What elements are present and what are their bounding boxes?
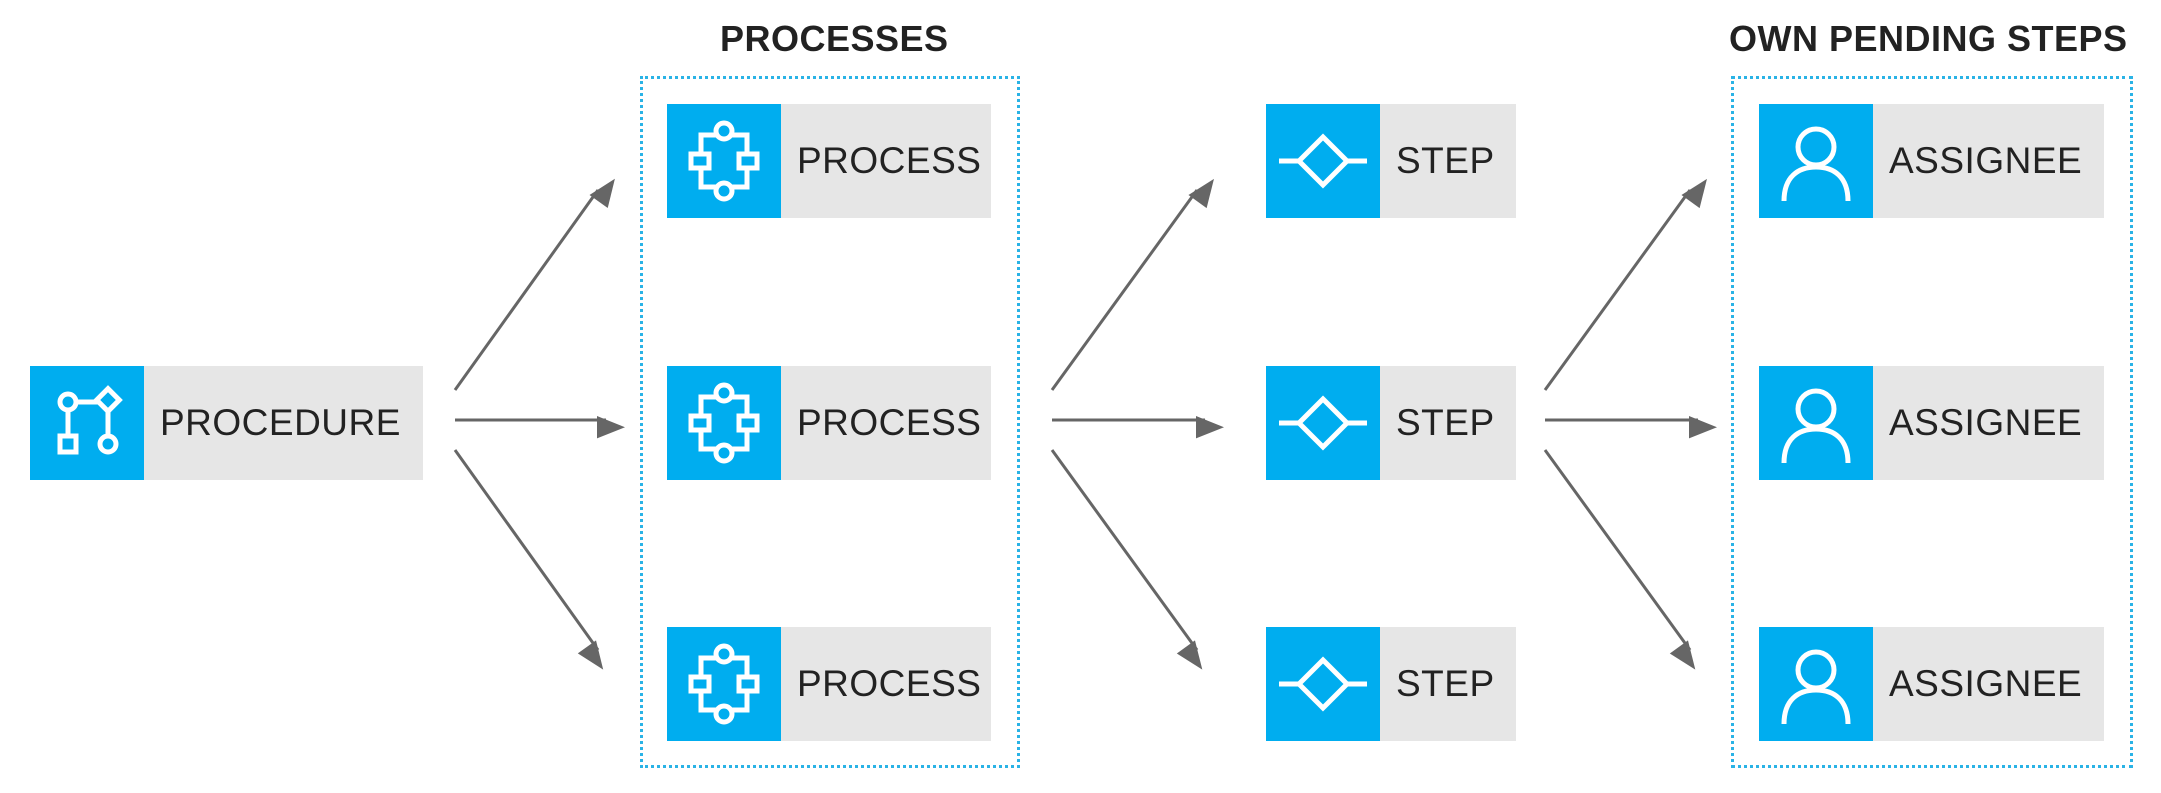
process-label: PROCESS [797,402,982,443]
process-node[interactable]: PROCESS [667,627,991,741]
step-label: STEP [1396,402,1495,443]
procedure-icon [30,366,144,480]
flow-arrow [453,178,615,391]
step-label: STEP [1396,663,1495,704]
step-diamond-icon [1266,104,1380,218]
procedure-node[interactable]: PROCEDURE [30,366,423,480]
assignee-icon [1759,366,1873,480]
assignee-label: ASSIGNEE [1889,663,2083,704]
process-label: PROCESS [797,140,982,181]
process-icon [667,104,781,218]
assignee-node[interactable]: ASSIGNEE [1759,366,2104,480]
process-icon [667,366,781,480]
process-node[interactable]: PROCESS [667,366,991,480]
pending-steps-group [1731,76,2133,768]
flow-arrow [453,449,604,670]
flow-arrow [1543,449,1696,670]
process-icon [667,627,781,741]
assignee-label: ASSIGNEE [1889,140,2083,181]
process-node[interactable]: PROCESS [667,104,991,218]
assignee-icon [1759,104,1873,218]
step-node[interactable]: STEP [1266,366,1516,480]
step-node[interactable]: STEP [1266,104,1516,218]
flow-arrow [1050,449,1203,670]
process-label: PROCESS [797,663,982,704]
assignee-node[interactable]: ASSIGNEE [1759,627,2104,741]
processes-group-title: PROCESSES [720,18,949,59]
processes-group [640,76,1020,768]
flow-arrow [1050,178,1214,391]
flow-arrow [1543,178,1707,391]
assignee-label: ASSIGNEE [1889,402,2083,443]
pending-group-title: OWN PENDING STEPS [1729,18,2128,59]
step-diamond-icon [1266,366,1380,480]
assignee-node[interactable]: ASSIGNEE [1759,104,2104,218]
procedure-label: PROCEDURE [160,402,401,443]
step-diamond-icon [1266,627,1380,741]
step-label: STEP [1396,140,1495,181]
assignee-icon [1759,627,1873,741]
step-node[interactable]: STEP [1266,627,1516,741]
